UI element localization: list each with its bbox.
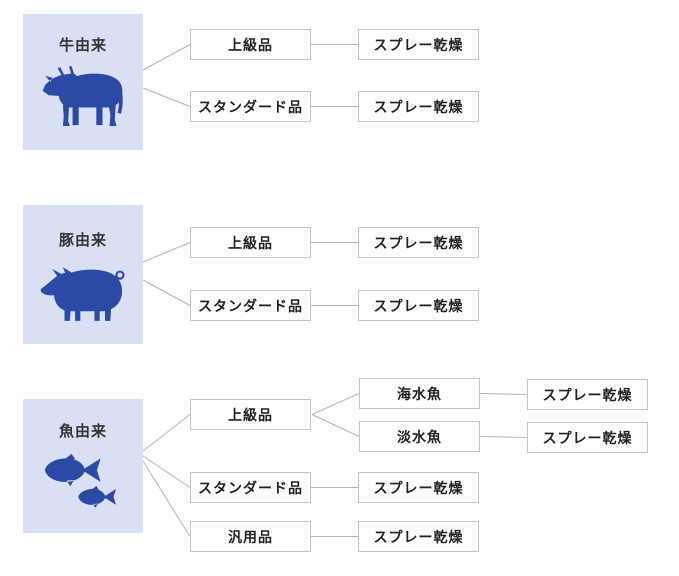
- node-fish-general: 汎用品: [190, 521, 311, 552]
- node-cow-standard-spray: スプレー乾燥: [358, 91, 479, 122]
- node-label: 上級品: [228, 36, 273, 53]
- node-fish-seawater: 海水魚: [359, 378, 480, 409]
- node-label: スプレー乾燥: [542, 429, 633, 446]
- node-pig-premium: 上級品: [190, 227, 311, 258]
- node-label: スプレー乾燥: [373, 234, 464, 251]
- node-pig-standard-spray: スプレー乾燥: [358, 290, 479, 321]
- node-label: スプレー乾燥: [542, 386, 633, 403]
- node-label: 上級品: [228, 234, 273, 251]
- panel-label-cow: 牛由来: [58, 37, 107, 54]
- node-fish-seawater-spray: スプレー乾燥: [527, 379, 648, 410]
- node-fish-premium: 上級品: [190, 399, 311, 430]
- node-label: 上級品: [228, 406, 273, 423]
- source-panel-pig: 豚由来: [23, 205, 143, 344]
- panel-label-pig: 豚由来: [58, 232, 107, 249]
- node-pig-premium-spray: スプレー乾燥: [358, 227, 479, 258]
- node-label: 淡水魚: [397, 428, 442, 445]
- node-label: スプレー乾燥: [373, 297, 464, 314]
- node-label: 海水魚: [397, 385, 442, 402]
- node-label: スプレー乾燥: [373, 528, 464, 545]
- node-fish-general-spray: スプレー乾燥: [358, 521, 479, 552]
- source-panel-fish: 魚由来: [23, 399, 143, 533]
- node-label: 汎用品: [228, 528, 273, 545]
- cow-icon: [42, 66, 123, 127]
- node-pig-standard: スタンダード品: [190, 290, 311, 321]
- node-fish-freshwater: 淡水魚: [359, 421, 480, 452]
- node-fish-standard-spray: スプレー乾燥: [358, 472, 479, 503]
- node-label: スプレー乾燥: [373, 479, 464, 496]
- node-fish-freshwater-spray: スプレー乾燥: [527, 422, 648, 453]
- panel-label-fish: 魚由来: [58, 423, 107, 440]
- node-cow-premium-spray: スプレー乾燥: [358, 29, 479, 60]
- node-label: スタンダード品: [198, 479, 303, 496]
- node-label: スタンダード品: [198, 98, 303, 115]
- node-cow-standard: スタンダード品: [190, 91, 311, 122]
- node-label: スタンダード品: [198, 297, 303, 314]
- fish-icon: [44, 454, 117, 508]
- node-fish-standard: スタンダード品: [190, 472, 311, 503]
- pig-icon: [40, 267, 125, 321]
- node-label: スプレー乾燥: [373, 98, 464, 115]
- source-panel-cow: 牛由来: [23, 14, 143, 150]
- node-cow-premium: 上級品: [190, 29, 311, 60]
- node-label: スプレー乾燥: [373, 36, 464, 53]
